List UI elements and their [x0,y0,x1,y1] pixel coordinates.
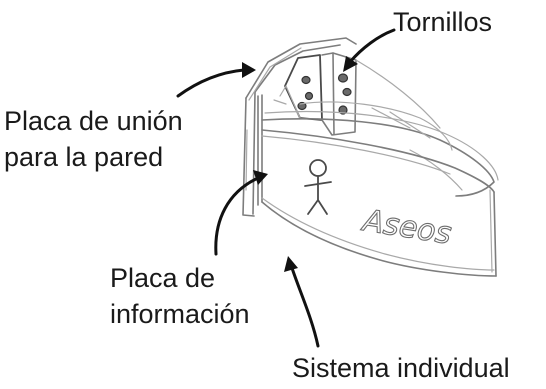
screws-label: Tornillos [393,4,492,40]
screw-icon [301,75,311,85]
person-figure-icon [304,159,332,215]
screw-bracket-sketch [273,52,357,136]
wall-plate-arrow [176,62,256,98]
screw-icon [337,73,349,83]
screw-icon [304,91,314,101]
screw-icons [297,73,352,115]
screw-icon [342,87,352,97]
wall-plate-label: Placa de unión para la pared [4,103,183,175]
info-plate-label: Placa de información [110,260,250,332]
screws-label-text: Tornillos [393,7,493,37]
individual-system-label-text: Sistema individual [292,353,510,383]
system-body-sketch [261,129,497,277]
info-plate-label-line-1: Placa de [110,263,216,293]
system-rim-sketch [261,59,499,197]
wall-plate-label-line-1: Placa de unión [4,106,183,136]
wall-plate-sketch [242,37,357,217]
info-plate-arrow [214,170,268,256]
wall-plate-label-line-2: para la pared [4,142,164,172]
individual-system-label: Sistema individual [292,350,510,386]
system-arrow [284,256,320,348]
screws-arrow [343,28,396,72]
info-plate-label-line-2: información [110,299,250,329]
sign-text: Aseos [359,203,454,252]
